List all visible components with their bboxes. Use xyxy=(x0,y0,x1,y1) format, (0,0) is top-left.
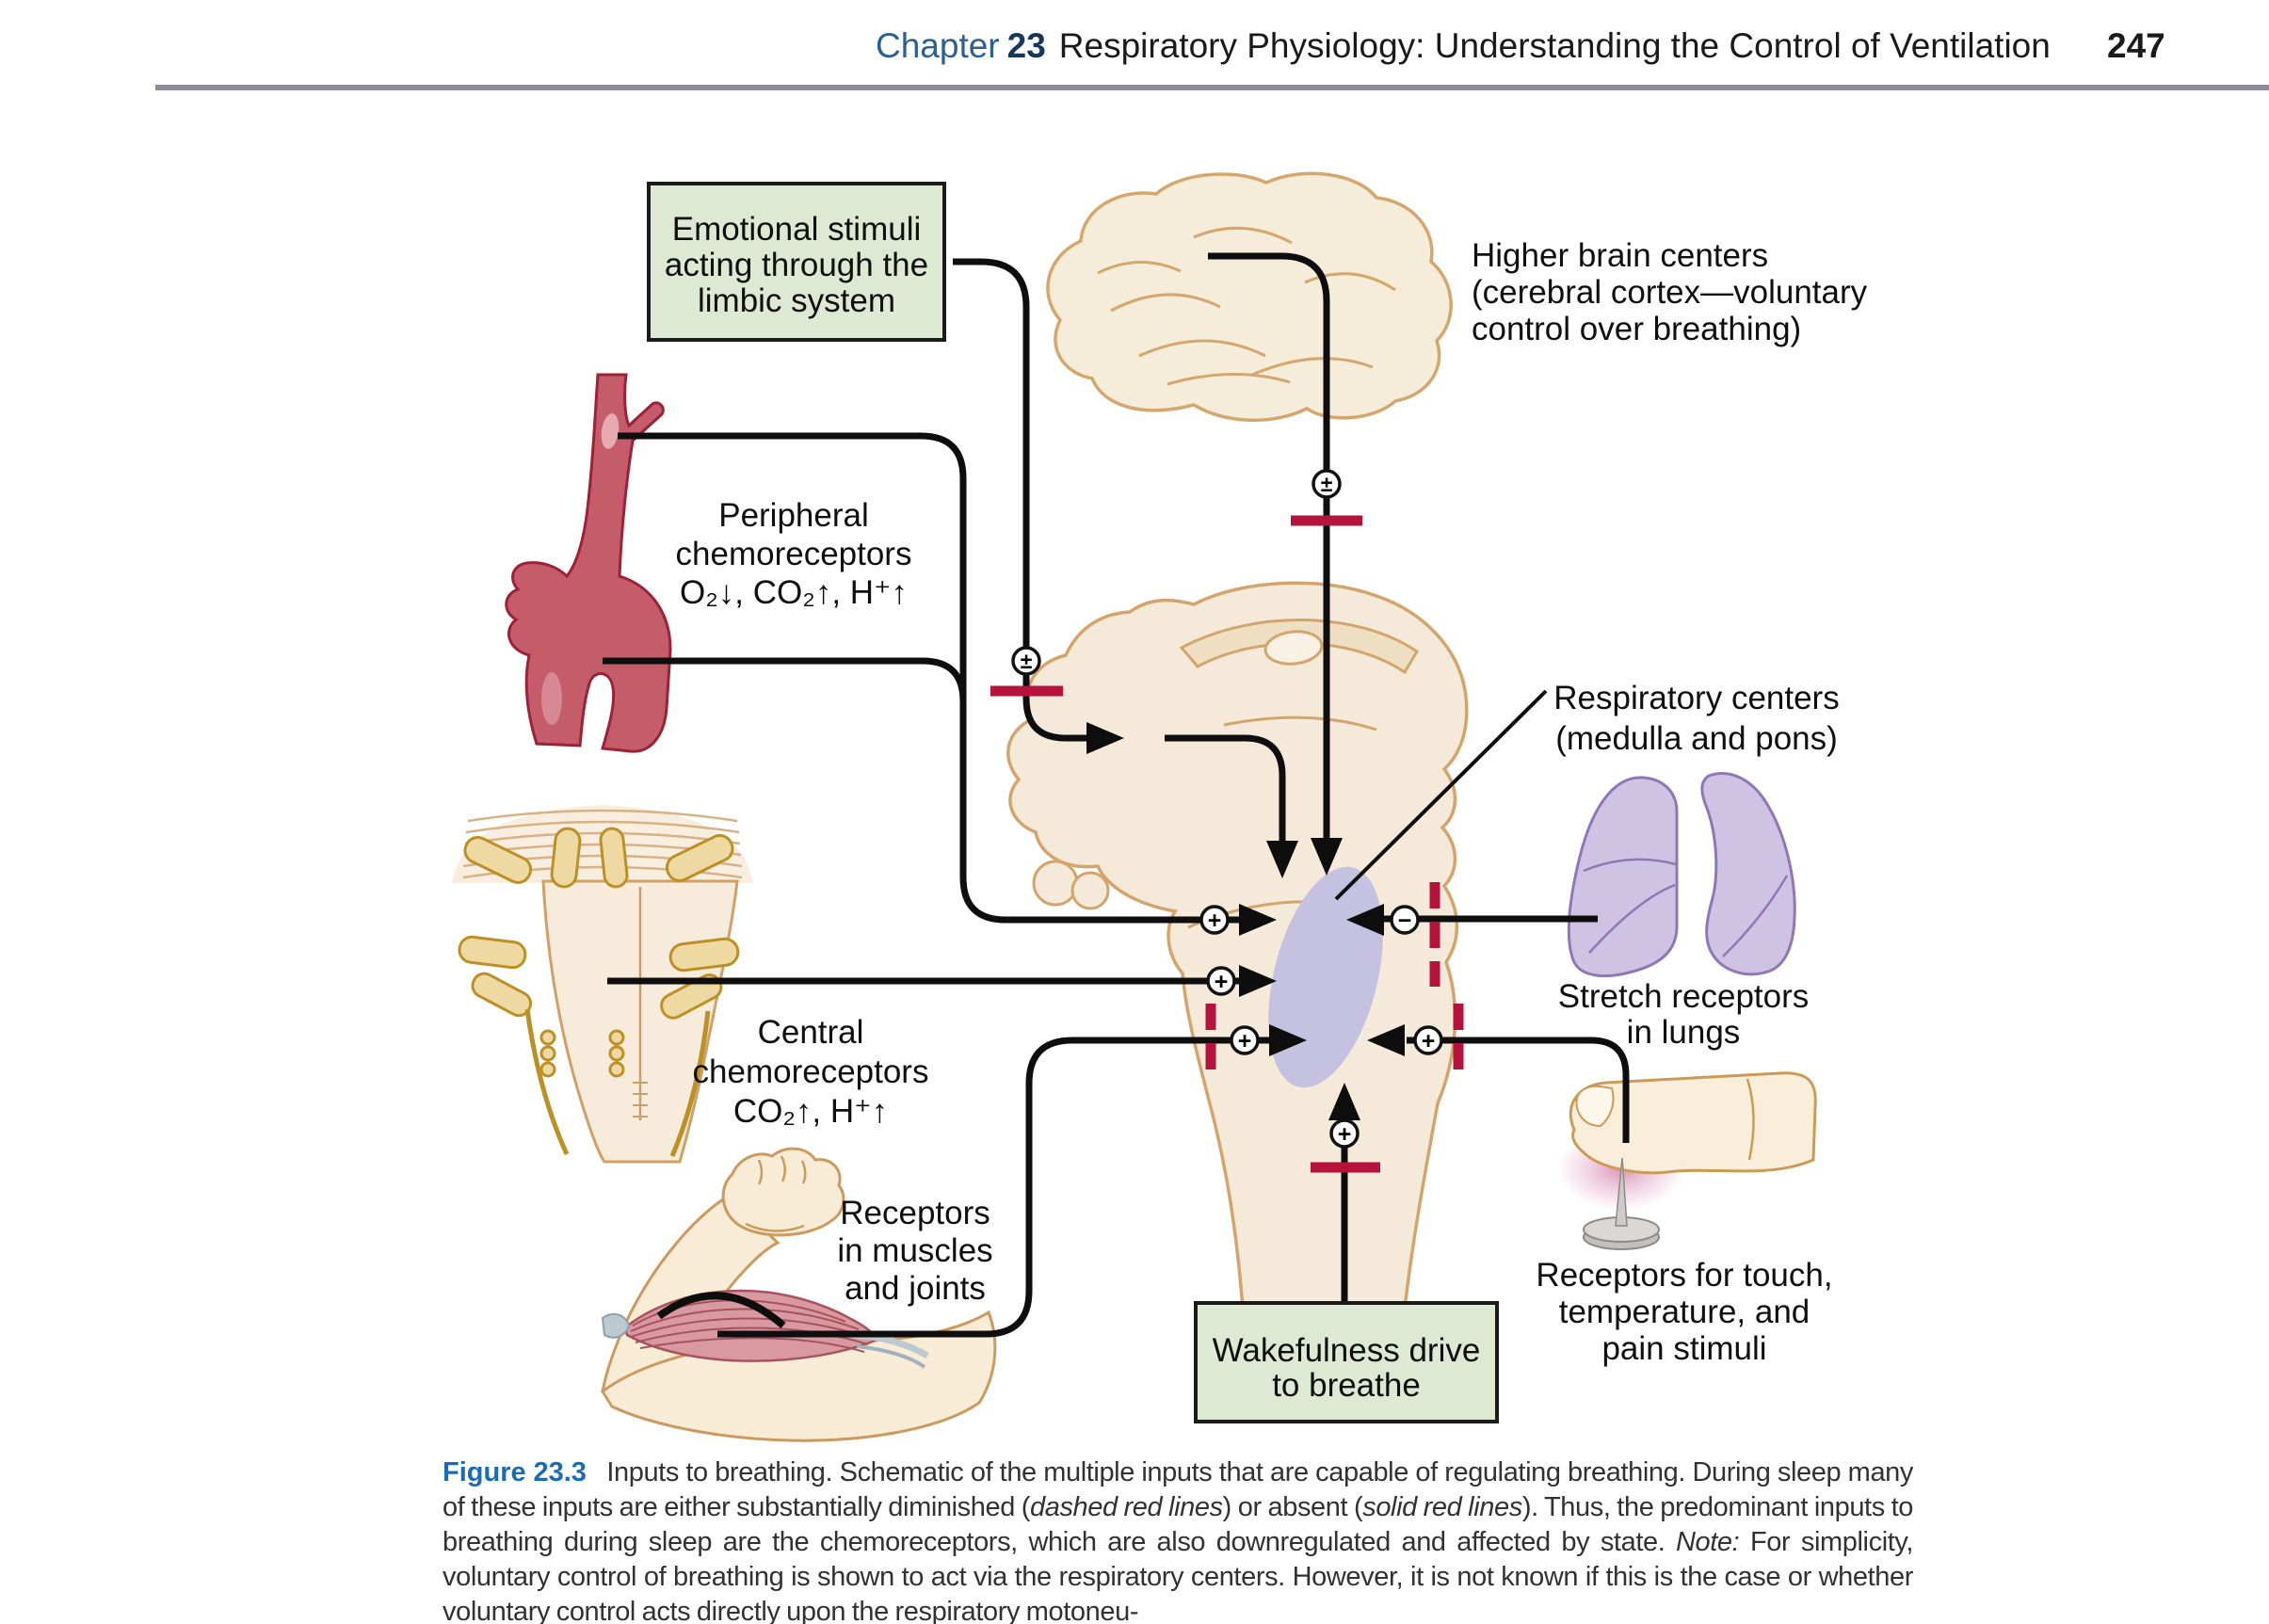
sign-circles: ± ± + − + + + + xyxy=(1011,469,1443,1149)
plus-symbol: + xyxy=(1338,1121,1352,1148)
label-central-chemoreceptors: Central chemoreceptors CO₂↑, H⁺↑ xyxy=(692,1014,929,1130)
emotional-pathway-internal xyxy=(1165,734,1286,843)
pin-icon xyxy=(1583,1157,1660,1250)
plus-symbol: + xyxy=(1422,1028,1436,1054)
caption-segment: solid red lines xyxy=(1362,1492,1522,1522)
sleep-inhibition-marks xyxy=(990,515,1464,1173)
page-number: 247 xyxy=(2107,26,2165,65)
plus-symbol: + xyxy=(1215,969,1229,995)
page-title: Respiratory Physiology: Understanding th… xyxy=(1058,26,2051,65)
chapter-label: Chapter xyxy=(876,26,1000,65)
label-touch-receptors: Receptors for touch, temperature, and pa… xyxy=(1536,1257,1833,1367)
caption-segment: For simplicity, voluntary control of bre… xyxy=(443,1527,1914,1624)
arrowhead xyxy=(1269,1024,1307,1056)
respiratory-label-pointer xyxy=(1334,689,1548,901)
emotional-stimuli-box: Emotional stimuli acting through the lim… xyxy=(647,182,946,342)
caption-segment: ) or absent ( xyxy=(1222,1492,1363,1522)
medulla-illustration xyxy=(452,805,753,1164)
plus-symbol: + xyxy=(1208,908,1222,934)
emotional-pathway xyxy=(953,258,1088,742)
caption-segment: Note: xyxy=(1676,1527,1740,1557)
artery-illustration xyxy=(505,373,672,753)
muscle-pathway xyxy=(717,1037,1271,1338)
header-rule xyxy=(155,85,2269,90)
caption-segment: Figure 23.3 xyxy=(443,1457,587,1487)
touch-pathway xyxy=(1407,1037,1630,1143)
arm-illustration xyxy=(601,1147,997,1442)
pathway-lines xyxy=(603,252,1630,1338)
plus-minus-symbol: ± xyxy=(1021,649,1033,673)
plus-symbol: + xyxy=(1238,1028,1252,1054)
label-peripheral-chemoreceptors: Peripheral chemoreceptors O₂↓, CO₂↑, H⁺↑ xyxy=(675,497,912,611)
arrowhead xyxy=(1266,841,1298,878)
arrowhead xyxy=(1239,904,1277,936)
aortic-pathway xyxy=(603,657,967,702)
minus-symbol: − xyxy=(1398,908,1412,934)
arrowhead xyxy=(1367,1024,1405,1056)
label-stretch-receptors: Stretch receptors in lungs xyxy=(1557,978,1810,1051)
higher-brain-pathway xyxy=(1208,252,1330,840)
arrowhead xyxy=(1328,1083,1360,1120)
figure-caption: Figure 23.3 Inputs to breathing. Schemat… xyxy=(443,1455,1913,1624)
label-higher-brain-centers: Higher brain centers (cerebral cortex—vo… xyxy=(1472,237,1868,347)
label-respiratory-centers: Respiratory centers (medulla and pons) xyxy=(1553,680,1840,757)
muscle-spindle-arc xyxy=(656,1292,786,1329)
plus-minus-symbol: ± xyxy=(1321,472,1333,496)
brain-illustration xyxy=(1046,171,1453,422)
lungs-illustration xyxy=(1567,772,1796,978)
caption-segment: dashed red lines xyxy=(1029,1492,1223,1522)
finger-illustration xyxy=(1557,1071,1817,1250)
arrowhead xyxy=(1239,965,1277,997)
chapter-number: 23 xyxy=(1006,26,1046,65)
wakefulness-box: Wakefulness drive to breathe xyxy=(1194,1301,1499,1423)
caption-segment: Inputs to breathing. Schematic of the mu… xyxy=(443,1457,1913,1522)
caption-segment: ). Thus, the predominant inputs to breat… xyxy=(443,1492,1913,1557)
arrowhead xyxy=(1346,904,1384,936)
arrowheads xyxy=(1086,722,1405,1120)
label-muscle-receptors: Receptors in muscles and joints xyxy=(837,1195,993,1307)
arrowhead xyxy=(1311,838,1343,876)
arrowhead xyxy=(1086,722,1124,754)
carotid-pathway xyxy=(618,432,1241,924)
